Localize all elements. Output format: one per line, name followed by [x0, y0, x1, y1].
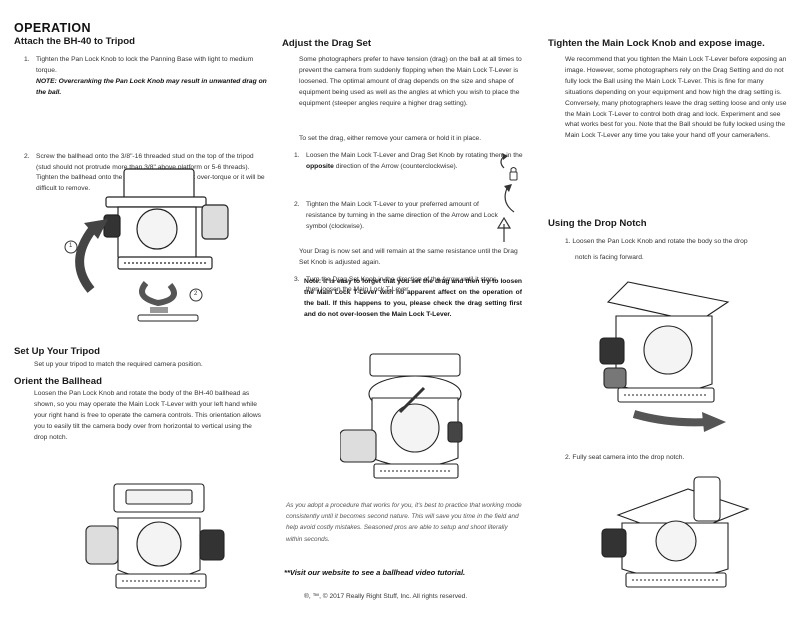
- orient-heading: Orient the Ballhead: [14, 376, 102, 387]
- drag-arrow-symbols: [496, 153, 518, 242]
- operation-title: OPERATION: [14, 21, 91, 35]
- orient-text: Loosen the Pan Lock Knob and rotate the …: [34, 390, 261, 441]
- fig1-callout-2: 2: [194, 291, 198, 297]
- fig1-callout-1: 1: [69, 243, 73, 249]
- drag-set-illustration: [340, 353, 463, 479]
- drag-step-3: 3. Turn the Drag Set Knob in the directi…: [294, 275, 499, 294]
- drag-note: Note: It is easy to forget that you set …: [304, 278, 522, 318]
- drag-heading: Adjust the Drag Set: [282, 38, 372, 49]
- drop-step-2: 2. Fully seat camera into the drop notch…: [565, 454, 685, 461]
- column-right: Tighten the Main Lock Knob and expose im…: [548, 0, 788, 620]
- column-left: OPERATION Attach the BH-40 to Tripod 1. …: [14, 0, 267, 620]
- visit-website-text: **Visit our website to see a ballhead vi…: [284, 568, 466, 577]
- ballhead-attach-illustration: [64, 168, 229, 322]
- ballhead-orient-illustration: [85, 483, 225, 589]
- drag-done: Your Drag is now set and will remain at …: [299, 248, 518, 266]
- drop-heading: Using the Drop Notch: [548, 218, 647, 229]
- drop-step-1-cont: notch is facing forward.: [575, 254, 644, 261]
- practice-text: As you adopt a procedure that works for …: [286, 502, 522, 543]
- drop-step-1: 1. Loosen the Pan Lock Knob and rotate t…: [565, 238, 748, 245]
- drag-step-2: 2. Tighten the Main Lock T-Lever to your…: [294, 200, 498, 230]
- tighten-text: We recommend that you tighten the Main L…: [565, 56, 787, 140]
- copyright: ®, ™, © 2017 Really Right Stuff, Inc. Al…: [304, 593, 468, 600]
- tighten-heading: Tighten the Main Lock Knob and expose im…: [548, 38, 765, 49]
- drag-steps: 1. Loosen the Main Lock T-Lever and Drag…: [282, 0, 523, 293]
- attach-note: NOTE: Overcranking the Pan Lock Knob may…: [36, 77, 267, 96]
- drag-step-1: 1. Loosen the Main Lock T-Lever and Drag…: [294, 152, 523, 170]
- drag-intro: Some photographers prefer to have tensio…: [299, 56, 522, 107]
- drag-set-intro: To set the drag, either remove your came…: [299, 135, 482, 142]
- drop-notch-rotate-illustration: [599, 281, 730, 432]
- column-middle: Adjust the Drag Set Some photographers p…: [282, 0, 523, 620]
- drop-notch-seat-illustration: [601, 476, 750, 588]
- setup-text: Set up your tripod to match the required…: [34, 361, 203, 368]
- setup-heading: Set Up Your Tripod: [14, 346, 100, 357]
- attach-heading: Attach the BH-40 to Tripod: [14, 36, 135, 47]
- attach-step-1: 1. Tighten the Pan Lock Knob to lock the…: [24, 56, 267, 96]
